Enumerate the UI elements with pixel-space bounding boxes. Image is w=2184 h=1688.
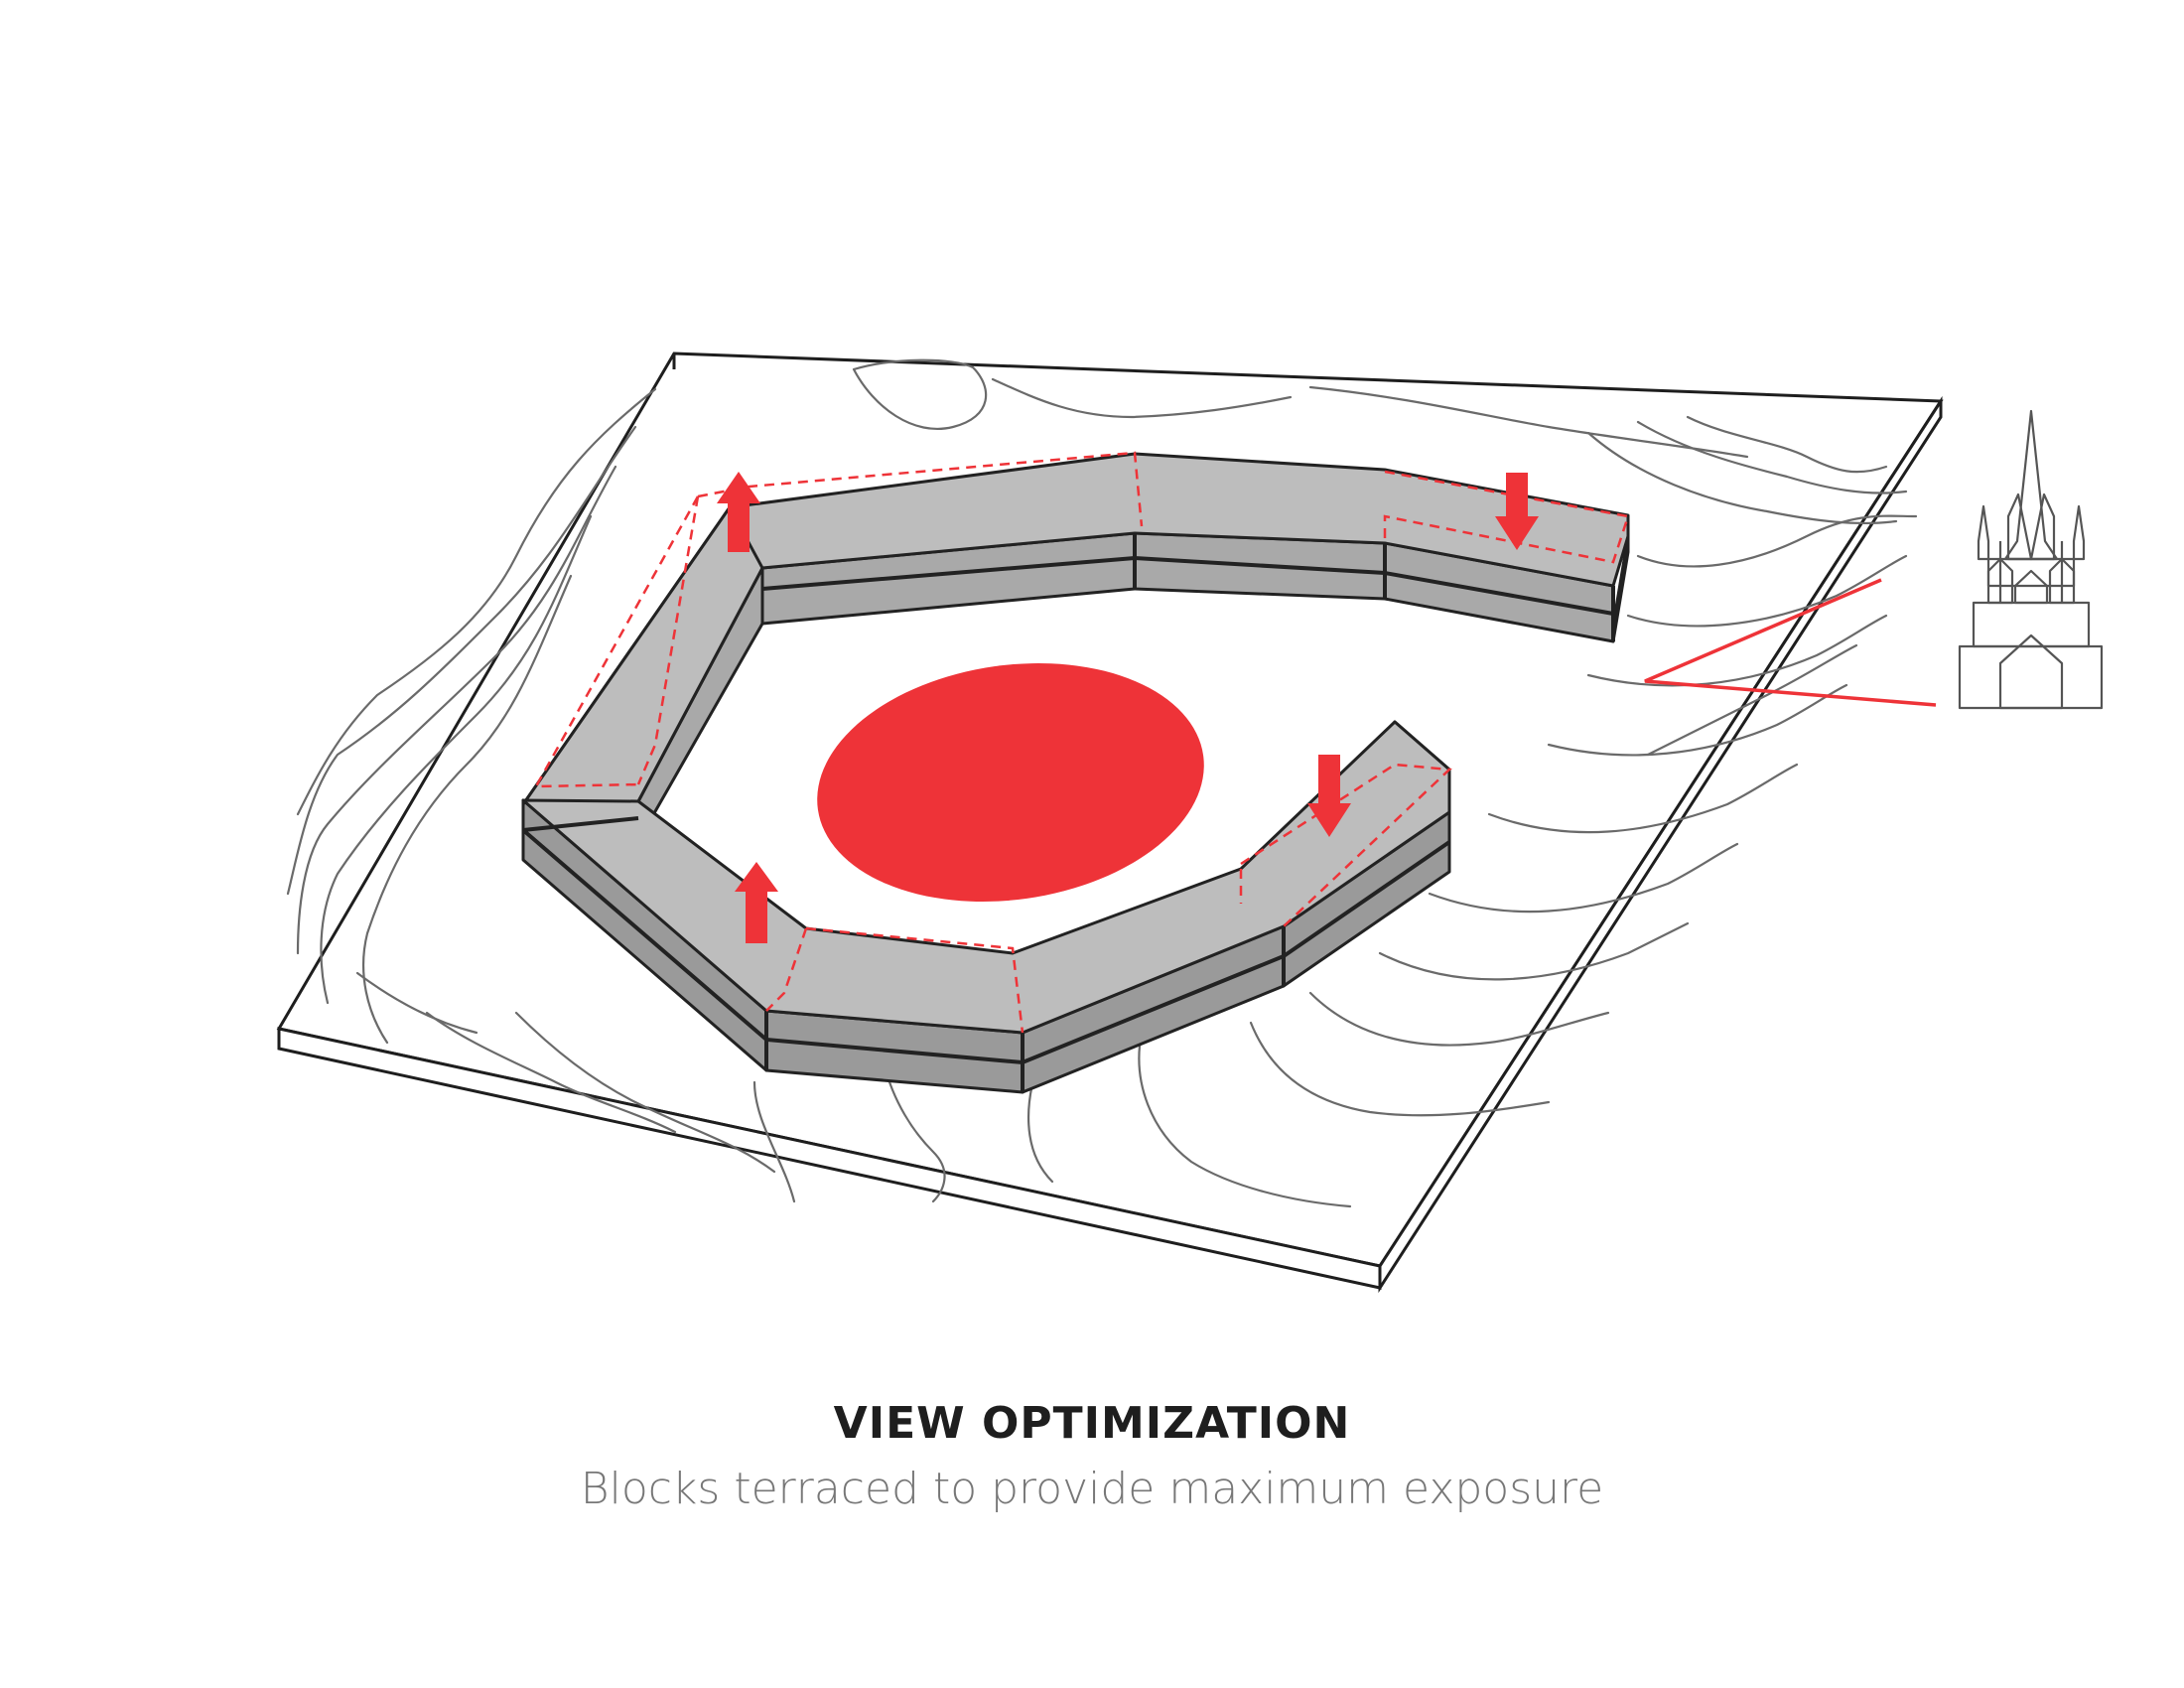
topographic-contours (286, 358, 1918, 1208)
down-arrow-icon (1307, 755, 1351, 837)
down-arrow-icon (1495, 473, 1539, 550)
diagram-subtitle: Blocks terraced to provide maximum expos… (580, 1464, 1604, 1514)
diagram-title: VIEW OPTIMIZATION (833, 1398, 1351, 1449)
up-arrow-icon (717, 472, 760, 552)
up-arrow-icon (735, 862, 778, 943)
cathedral-icon (1958, 409, 2104, 710)
central-courtyard (817, 663, 1204, 902)
view-cone-line (1644, 578, 1937, 707)
terrace-lines (521, 533, 1615, 1092)
